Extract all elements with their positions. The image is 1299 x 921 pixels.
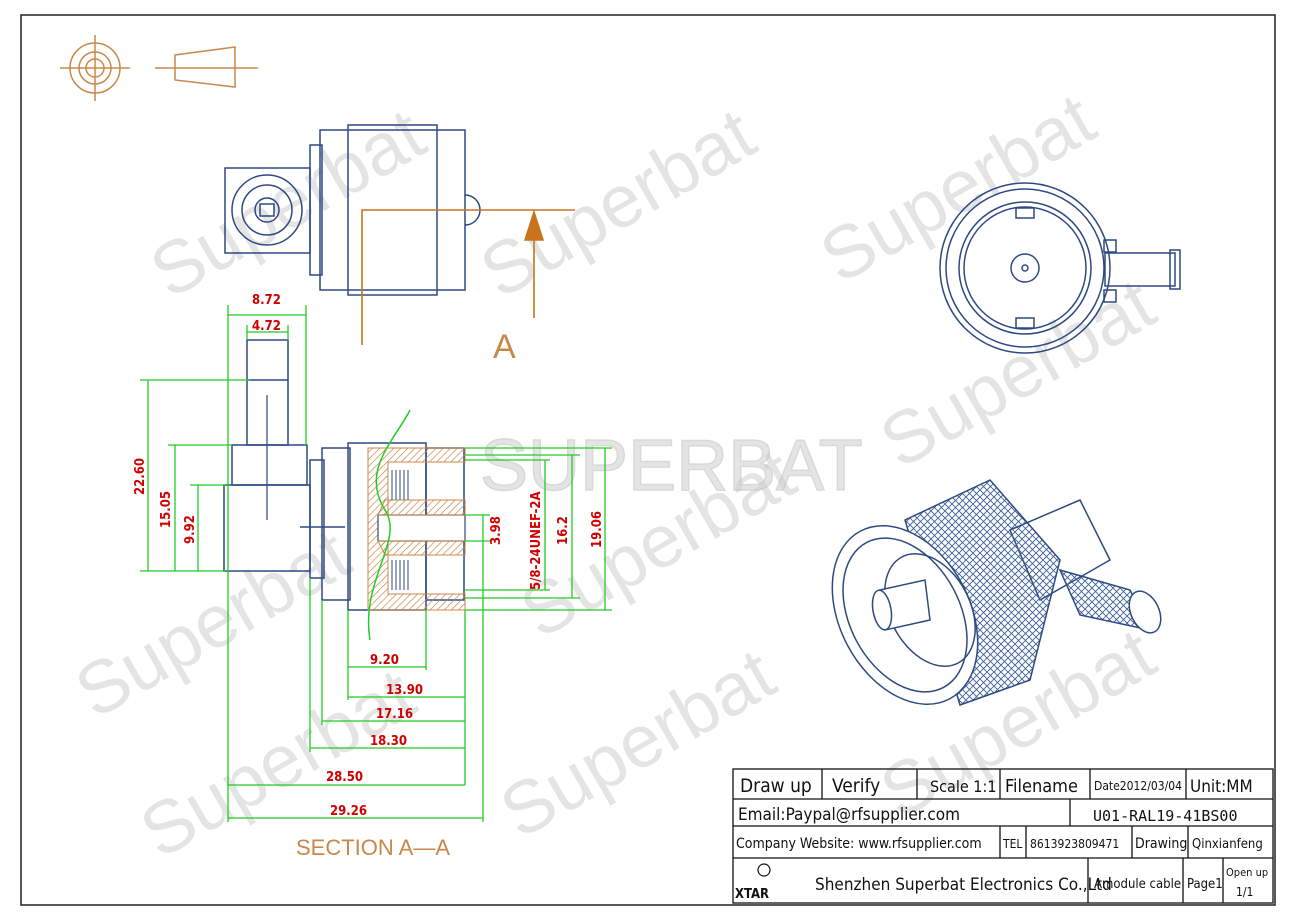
dim-29-26: 29.26	[330, 804, 367, 819]
tb-tel: 8613923809471	[1030, 837, 1119, 851]
tb-website: Company Website: www.rfsupplier.com	[736, 836, 982, 852]
dim-18-30: 18.30	[370, 734, 407, 749]
tb-unit: Unit:MM	[1190, 777, 1253, 797]
dim-13-90: 13.90	[386, 683, 423, 698]
tb-tel-label: TEL	[1002, 837, 1022, 851]
dim-22-60: 22.60	[133, 458, 148, 495]
tb-scale: Scale 1:1	[930, 777, 996, 796]
tb-drawer: Qinxianfeng	[1192, 837, 1263, 852]
watermark-2: Superbat	[467, 92, 769, 314]
dim-15-05: 15.05	[159, 491, 174, 528]
dim-8-72: 8.72	[252, 293, 281, 308]
tb-part-number: U01-RAL19-41BS00	[1093, 807, 1238, 825]
dimension-labels: 8.72 4.72 22.60 15.05 9.92 3.98 5/8-24UN…	[133, 293, 605, 819]
dim-9-92: 9.92	[183, 515, 198, 544]
tb-draw-up: Draw up	[740, 775, 812, 797]
section-marker-a: A	[493, 328, 516, 366]
sheet-border	[20, 14, 1276, 906]
watermark-3: Superbat	[807, 77, 1109, 299]
tb-logo-text: XTAR	[735, 887, 769, 902]
tb-company: Shenzhen Superbat Electronics Co.,Ltd	[815, 875, 1112, 895]
front-view	[939, 182, 1181, 354]
tb-module: Amodule cable	[1094, 877, 1181, 892]
section-caption: SECTION A—A	[296, 835, 450, 860]
tb-email: Email:Paypal@rfsupplier.com	[738, 805, 960, 825]
dim-3-98: 3.98	[489, 516, 504, 545]
section-view	[223, 339, 466, 641]
tb-open-up: Open up	[1226, 866, 1268, 879]
tb-page: Page1	[1187, 877, 1223, 892]
dim-4-72: 4.72	[252, 319, 281, 334]
projection-symbol	[60, 35, 258, 101]
watermark-center: SUPERBAT	[480, 426, 863, 506]
section-line-a	[361, 209, 575, 345]
dim-28-50: 28.50	[326, 770, 363, 785]
tb-filename: Filename	[1005, 776, 1078, 797]
tb-drawing: Drawing	[1135, 836, 1187, 852]
title-block: Draw up Verify Scale 1:1 Filename Date20…	[732, 768, 1274, 904]
dimension-lines	[140, 305, 612, 822]
dim-17-16: 17.16	[376, 707, 413, 722]
dim-thread: 5/8-24UNEF-2A	[529, 491, 544, 590]
tb-verify: Verify	[832, 775, 880, 797]
dim-9-20: 9.20	[370, 653, 399, 668]
iso-view	[831, 479, 1162, 706]
top-view	[224, 124, 481, 296]
dim-19-06: 19.06	[590, 511, 605, 548]
watermark-6: Superbat	[867, 262, 1169, 484]
dim-16-2: 16.2	[556, 516, 571, 545]
tb-date: Date2012/03/04	[1094, 779, 1182, 793]
xtar-logo-icon	[757, 863, 771, 877]
tb-open-up-value: 1/1	[1236, 885, 1253, 899]
